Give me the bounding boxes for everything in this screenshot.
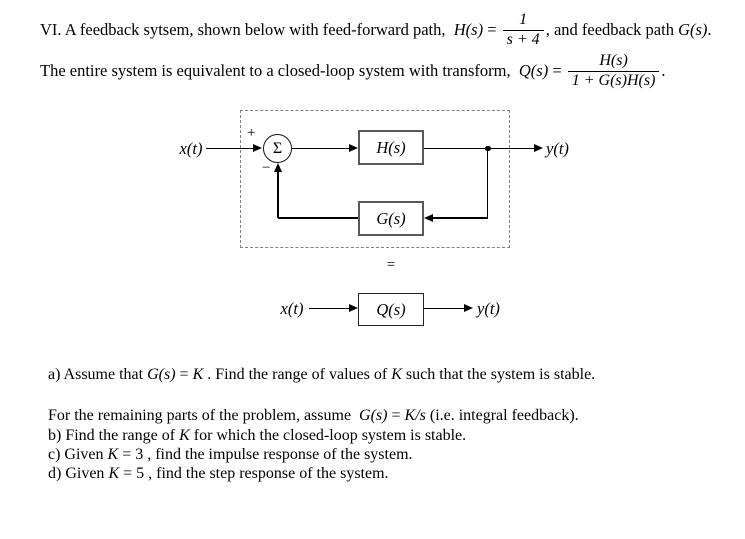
question-c-text: = 3 , find the impulse response of the s… [118,446,413,463]
note-text: (i.e. integral feedback). [425,407,579,424]
question-a-text: a) Assume that [48,366,148,383]
minus-sign: − [262,160,271,176]
qs-block: Q(s) [358,293,424,326]
question-d-math: K [108,465,120,482]
equiv-output-label: y(t) [477,299,500,318]
feedback-down-line [486,148,489,218]
intro2-equals: = [548,61,566,81]
question-d-text: = 5 , find the step response of the syst… [119,465,389,482]
intro2-text-end: . [661,61,666,81]
fraction-denominator: s + 4 [502,29,544,50]
fraction-numerator: H(s) [599,52,628,69]
note-math: G(s) [359,407,388,424]
note-text: = [387,407,405,424]
intro1-math-gs: G(s) [678,20,708,40]
question-b-math: K [179,427,190,444]
question-b-text: b) Find the range of [48,427,180,444]
question-c: c) Given K = 3 , find the impulse respon… [40,425,413,465]
question-c-math: K [107,446,119,463]
question-d-text: d) Given [48,465,109,482]
hs-block: H(s) [358,130,424,165]
question-a-text: such that the system is stable. [401,366,596,383]
intro-paragraph-2: The entire system is equivalent to a clo… [40,52,666,91]
intro2-text-pre: The entire system is equivalent to a clo… [40,61,519,81]
feedback-into-sum-arrowhead-icon [273,162,282,172]
equiv-output-arrowhead-icon [464,304,473,312]
question-d: d) Given K = 5 , find the step response … [40,444,389,484]
equiv-output-line [424,307,464,309]
question-b: b) Find the range of K for which the clo… [40,406,466,446]
intro-paragraph-1: VI. A feedback sytsem, shown below with … [40,11,712,50]
sum-to-h-line [292,147,349,149]
gs-block: G(s) [358,201,424,236]
sum-junction: Σ [263,134,292,163]
fraction-denominator: 1 + G(s)H(s) [567,70,660,91]
system-boundary-dashed-box [240,110,510,248]
intro1-equals: = [483,20,501,40]
question-b-text: for which the closed-loop system is stab… [189,427,467,444]
equiv-input-line [309,307,349,309]
output-line [424,147,534,149]
question-a: a) Assume that G(s) = K . Find the range… [40,345,595,385]
feedback-up-line [277,171,279,218]
intro1-text-mid: , and feedback path [545,20,679,40]
q-fraction: H(s)1 + G(s)H(s) [567,52,660,91]
equals-sign: = [386,257,396,273]
input-line [206,147,253,149]
intro1-math-hs: H(s) [453,20,484,40]
output-label: y(t) [546,139,569,158]
question-a-math: G(s) [147,366,176,383]
intro1-text-pre: VI. A feedback sytsem, shown below with … [40,20,454,40]
intro2-math-qs: Q(s) [518,61,549,81]
output-arrowhead-icon [534,144,543,152]
input-arrowhead-icon [253,144,262,152]
input-label: x(t) [179,139,203,158]
feedback-left-line [277,217,358,219]
feedback-right-line [432,217,488,219]
note-math: K/s [404,407,426,424]
equiv-input-label: x(t) [280,299,304,318]
sum-to-h-arrowhead-icon [349,144,358,152]
question-a-math: K [192,366,204,383]
question-c-text: c) Given [48,446,108,463]
question-a-text: . Find the range of values of [203,366,392,383]
feedback-into-g-arrowhead-icon [424,213,433,222]
note-text: For the remaining parts of the problem, … [48,407,360,424]
intro1-text-end: . [707,20,712,40]
question-a-math: K [391,366,402,383]
sigma-symbol: Σ [272,139,283,157]
equiv-input-arrowhead-icon [349,304,358,312]
fraction-numerator: 1 [519,11,528,28]
question-a-text: = [175,366,193,383]
plus-sign: + [247,125,256,141]
assumption-note: For the remaining parts of the problem, … [40,386,579,426]
